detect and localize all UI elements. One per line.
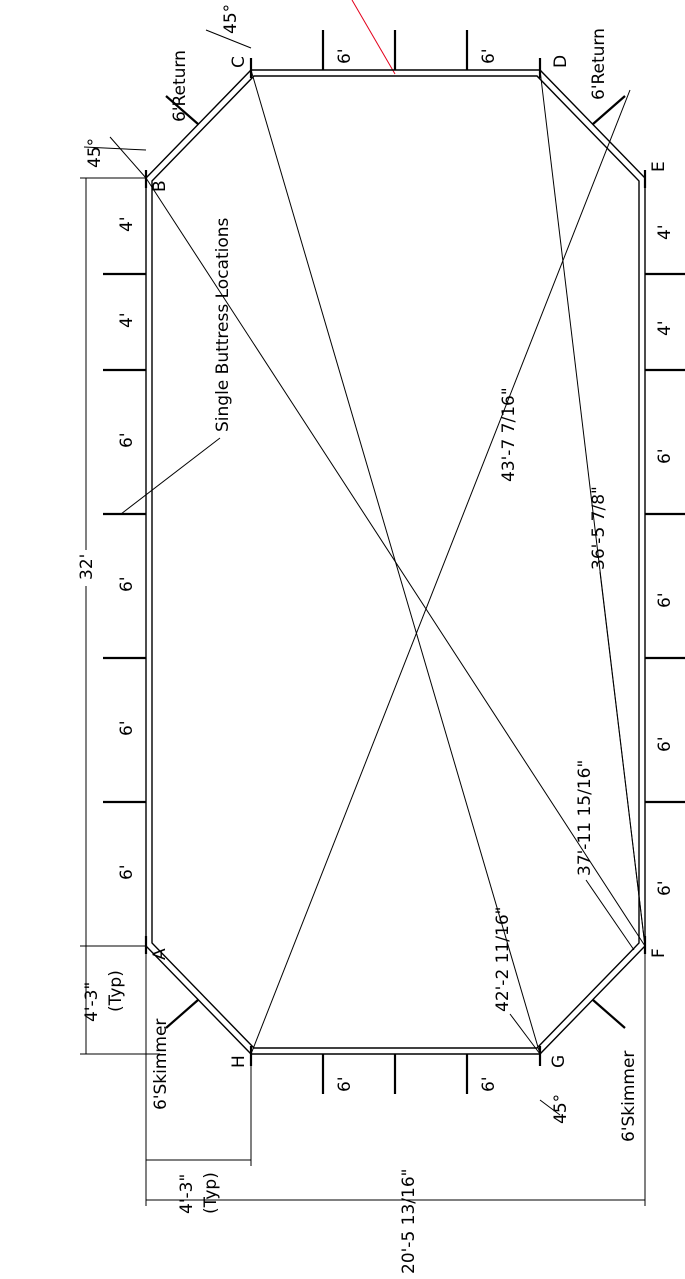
offset-bottom-note: (Typ): [201, 1172, 221, 1214]
left-wall-buttresses: [103, 272, 146, 804]
width-dim-label: 20'-5 13/16": [399, 1169, 419, 1274]
corner-label-f: F: [649, 948, 669, 958]
diagonal-label-1: 43'-7 7/16": [499, 387, 519, 482]
left-spacing-5: 6': [117, 721, 137, 737]
right-spacing-3: 6': [655, 449, 675, 465]
corner-label-c: C: [229, 56, 249, 68]
diagonal-lines: [145, 69, 646, 1055]
diagonal-label-4: 36'-5 7/8": [589, 486, 609, 570]
left-spacing-2: 4': [117, 313, 137, 329]
corner-label-d: D: [551, 55, 571, 68]
bottom-spacing-2: 6': [479, 1077, 499, 1093]
top-wall-buttresses: [321, 30, 469, 70]
bottom-wall-buttresses: [321, 1054, 469, 1094]
left-spacing-4: 6': [117, 577, 137, 593]
corner-label-h: H: [229, 1055, 249, 1068]
right-spacing-4: 6': [655, 593, 675, 609]
diagonal-h-d: [250, 89, 631, 1055]
offset-bottom-label: 4'-3": [177, 1174, 197, 1214]
corner-offset-dimension-top: [80, 946, 160, 1055]
leader-lines: [83, 29, 646, 1116]
note-label: Single Buttress Locations: [213, 217, 233, 432]
corner-label-e: E: [649, 161, 669, 172]
right-spacing-5: 6': [655, 737, 675, 753]
corner-label-b: B: [150, 180, 170, 192]
reference-line: [351, 0, 396, 75]
left-spacing-3: 6': [117, 433, 137, 449]
top-spacing-2: 6': [479, 49, 499, 65]
right-spacing-2: 4': [655, 321, 675, 337]
right-wall-buttresses: [645, 272, 685, 804]
corner-label-a: A: [150, 948, 170, 960]
angle-label-left: 45°: [85, 138, 105, 168]
angle-label-top: 45°: [221, 4, 241, 34]
length-dim-label: 32': [77, 554, 97, 580]
corner-label-g: G: [549, 1055, 569, 1068]
right-spacing-1: 4': [655, 225, 675, 241]
angle-label-bottom: 45°: [551, 1094, 571, 1124]
left-spacing-6: 6': [117, 865, 137, 881]
offset-top-label: 4'-3": [82, 982, 102, 1022]
top-spacing-1: 6': [335, 49, 355, 65]
offset-top-note: (Typ): [106, 970, 126, 1012]
length-dimension: [80, 177, 146, 947]
return-label-right: 6'Return: [589, 28, 609, 100]
right-spacing-6: 6': [655, 881, 675, 897]
diagonal-c-g: [250, 69, 541, 1055]
angled-wall-buttresses: [165, 95, 626, 1029]
diagonal-label-2: 37'-11 15/16": [575, 760, 595, 876]
left-spacing-1: 4': [117, 217, 137, 233]
bottom-spacing-1: 6': [335, 1077, 355, 1093]
return-label-left: 6'Return: [170, 50, 190, 122]
diagonal-label-3: 42'-2 11/16": [493, 907, 513, 1012]
skimmer-label-left: 6'Skimmer: [151, 1019, 171, 1110]
width-dimension: [145, 946, 646, 1206]
skimmer-label-right: 6'Skimmer: [619, 1051, 639, 1142]
